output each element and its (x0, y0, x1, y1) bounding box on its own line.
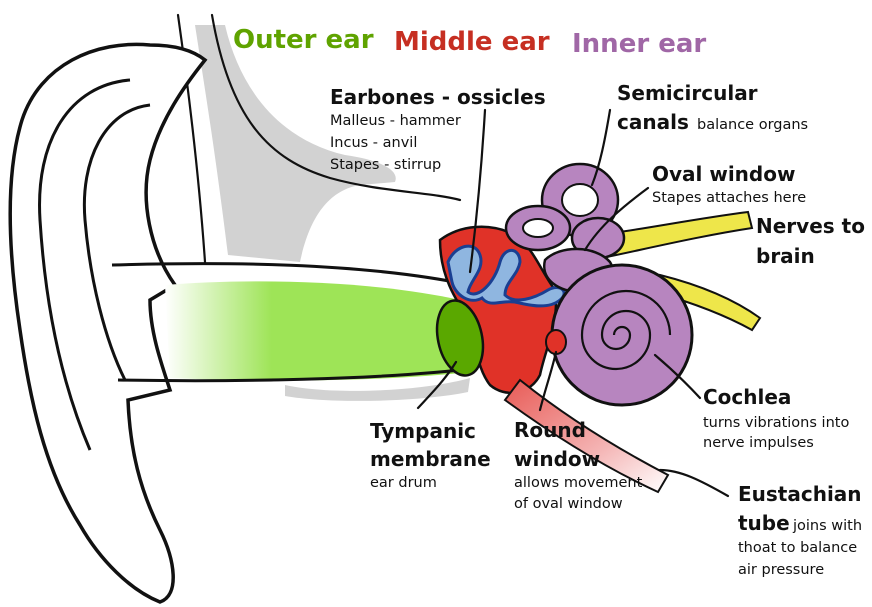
tympanic-title-line1: Tympanic (370, 419, 476, 443)
nerves-title-line1: Nerves to (756, 214, 865, 238)
oval-window-note: Stapes attaches here (652, 190, 806, 206)
leader-ossicles (468, 108, 487, 274)
semicircular-title-line2: canals (617, 110, 689, 134)
semicircular-note: balance organs (697, 117, 808, 133)
outer-ear-heading: Outer ear (233, 25, 374, 55)
nerves-title-line2: brain (756, 244, 815, 268)
leader-tympanic (416, 360, 458, 410)
skull-bone-lower (285, 378, 470, 401)
semicircular-title-line1: Semicircular (617, 81, 758, 105)
round-window-note1: allows movement (514, 475, 643, 491)
skull-bone-upper (195, 25, 396, 262)
eustachian-note-inline: joins with (792, 518, 862, 534)
round-window-title-line1: Round (514, 418, 586, 442)
ossicles-malleus: Malleus - hammer (330, 113, 461, 129)
tympanic-membrane-shape (435, 299, 485, 377)
eustachian-title-line2: tube (738, 511, 790, 535)
leader-round-window (538, 350, 558, 412)
eustachian-note1: thoat to balance (738, 540, 857, 556)
round-window-shape (545, 329, 567, 355)
round-window-title-line2: window (514, 447, 600, 471)
leader-eustachian (658, 468, 730, 498)
ear-canal-upper-wall (111, 262, 471, 287)
leader-oval-window (583, 186, 650, 252)
eustachian-title-line1: Eustachian (738, 482, 862, 506)
eustachian-note2: air pressure (738, 562, 824, 578)
leader-semicircular (590, 108, 612, 187)
cochlea-title: Cochlea (703, 385, 791, 409)
cochlea-note1: turns vibrations into (703, 415, 849, 431)
ossicles-title: Earbones - ossicles (330, 85, 546, 109)
ossicles-stapes: Stapes - stirrup (330, 157, 441, 173)
ear-canal-lower-wall (117, 366, 479, 383)
tympanic-note: ear drum (370, 475, 437, 491)
ossicles-shape (446, 244, 566, 308)
cochlea-spiral (580, 289, 672, 371)
tympanic-title-line2: membrane (370, 447, 491, 471)
middle-ear-heading: Middle ear (394, 27, 550, 57)
eustachian-tube (503, 378, 670, 494)
ossicles-incus: Incus - anvil (330, 135, 417, 151)
oval-window-title: Oval window (652, 162, 795, 186)
cochlea-note2: nerve impulses (703, 435, 814, 451)
inner-ear-heading: Inner ear (572, 29, 706, 59)
pinna-outline (8, 42, 208, 604)
leader-cochlea (653, 353, 702, 400)
nerve-upper (598, 210, 754, 260)
round-window-note2: of oval window (514, 496, 623, 512)
leader-lines (416, 108, 730, 498)
pinna-inner-fold (38, 78, 151, 451)
head-outline (176, 13, 462, 264)
ear-canal (165, 281, 470, 381)
